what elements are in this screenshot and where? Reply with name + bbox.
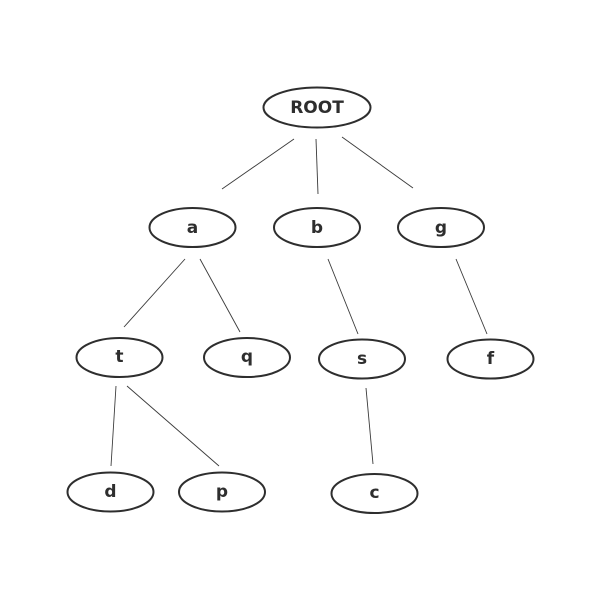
- nodes-layer: ROOT a b g t q s f: [66, 86, 535, 514]
- node-ellipse: [178, 471, 266, 513]
- node-ellipse: [446, 338, 535, 380]
- node-label: t: [115, 347, 123, 367]
- tree-node-a: a: [148, 207, 237, 248]
- edge-g-f: [455, 258, 488, 335]
- node-ellipse: [273, 207, 361, 248]
- tree-node-b: b: [273, 207, 361, 248]
- tree-node-d: d: [66, 471, 155, 513]
- tree-node-q: q: [203, 337, 291, 378]
- tree-node-p: p: [178, 471, 266, 513]
- tree-node-c: c: [330, 473, 419, 514]
- node-label: b: [311, 218, 323, 238]
- node-ellipse: [318, 338, 406, 380]
- node-label: ROOT: [290, 98, 344, 118]
- node-label: c: [369, 483, 379, 503]
- node-ellipse: [262, 86, 372, 129]
- edge-t-d: [110, 385, 117, 467]
- node-ellipse: [75, 337, 164, 378]
- edge-s-c: [365, 387, 374, 465]
- edge-b-s: [327, 258, 359, 335]
- tree-node-s: s: [318, 338, 406, 380]
- node-label: f: [487, 349, 495, 369]
- node-label: a: [187, 218, 198, 238]
- node-ellipse: [66, 471, 155, 513]
- node-ellipse: [397, 207, 485, 248]
- node-ellipse: [203, 337, 291, 378]
- tree-node-t: t: [75, 337, 164, 378]
- node-label: p: [216, 482, 228, 502]
- edge-root-b: [315, 138, 319, 195]
- edge-a-q: [199, 258, 241, 333]
- node-ellipse: [330, 473, 419, 514]
- edge-root-g: [341, 136, 414, 189]
- edge-a-t: [123, 258, 186, 328]
- tree-node-f: f: [446, 338, 535, 380]
- node-ellipse: [148, 207, 237, 248]
- node-label: q: [241, 347, 253, 367]
- tree-node-g: g: [397, 207, 485, 248]
- tree-node-root: ROOT: [262, 86, 372, 129]
- node-label: s: [357, 349, 367, 369]
- node-label: d: [104, 482, 116, 502]
- edge-t-p: [126, 385, 220, 467]
- node-label: g: [435, 218, 447, 238]
- edge-root-a: [221, 138, 295, 190]
- edges-layer: [110, 136, 488, 467]
